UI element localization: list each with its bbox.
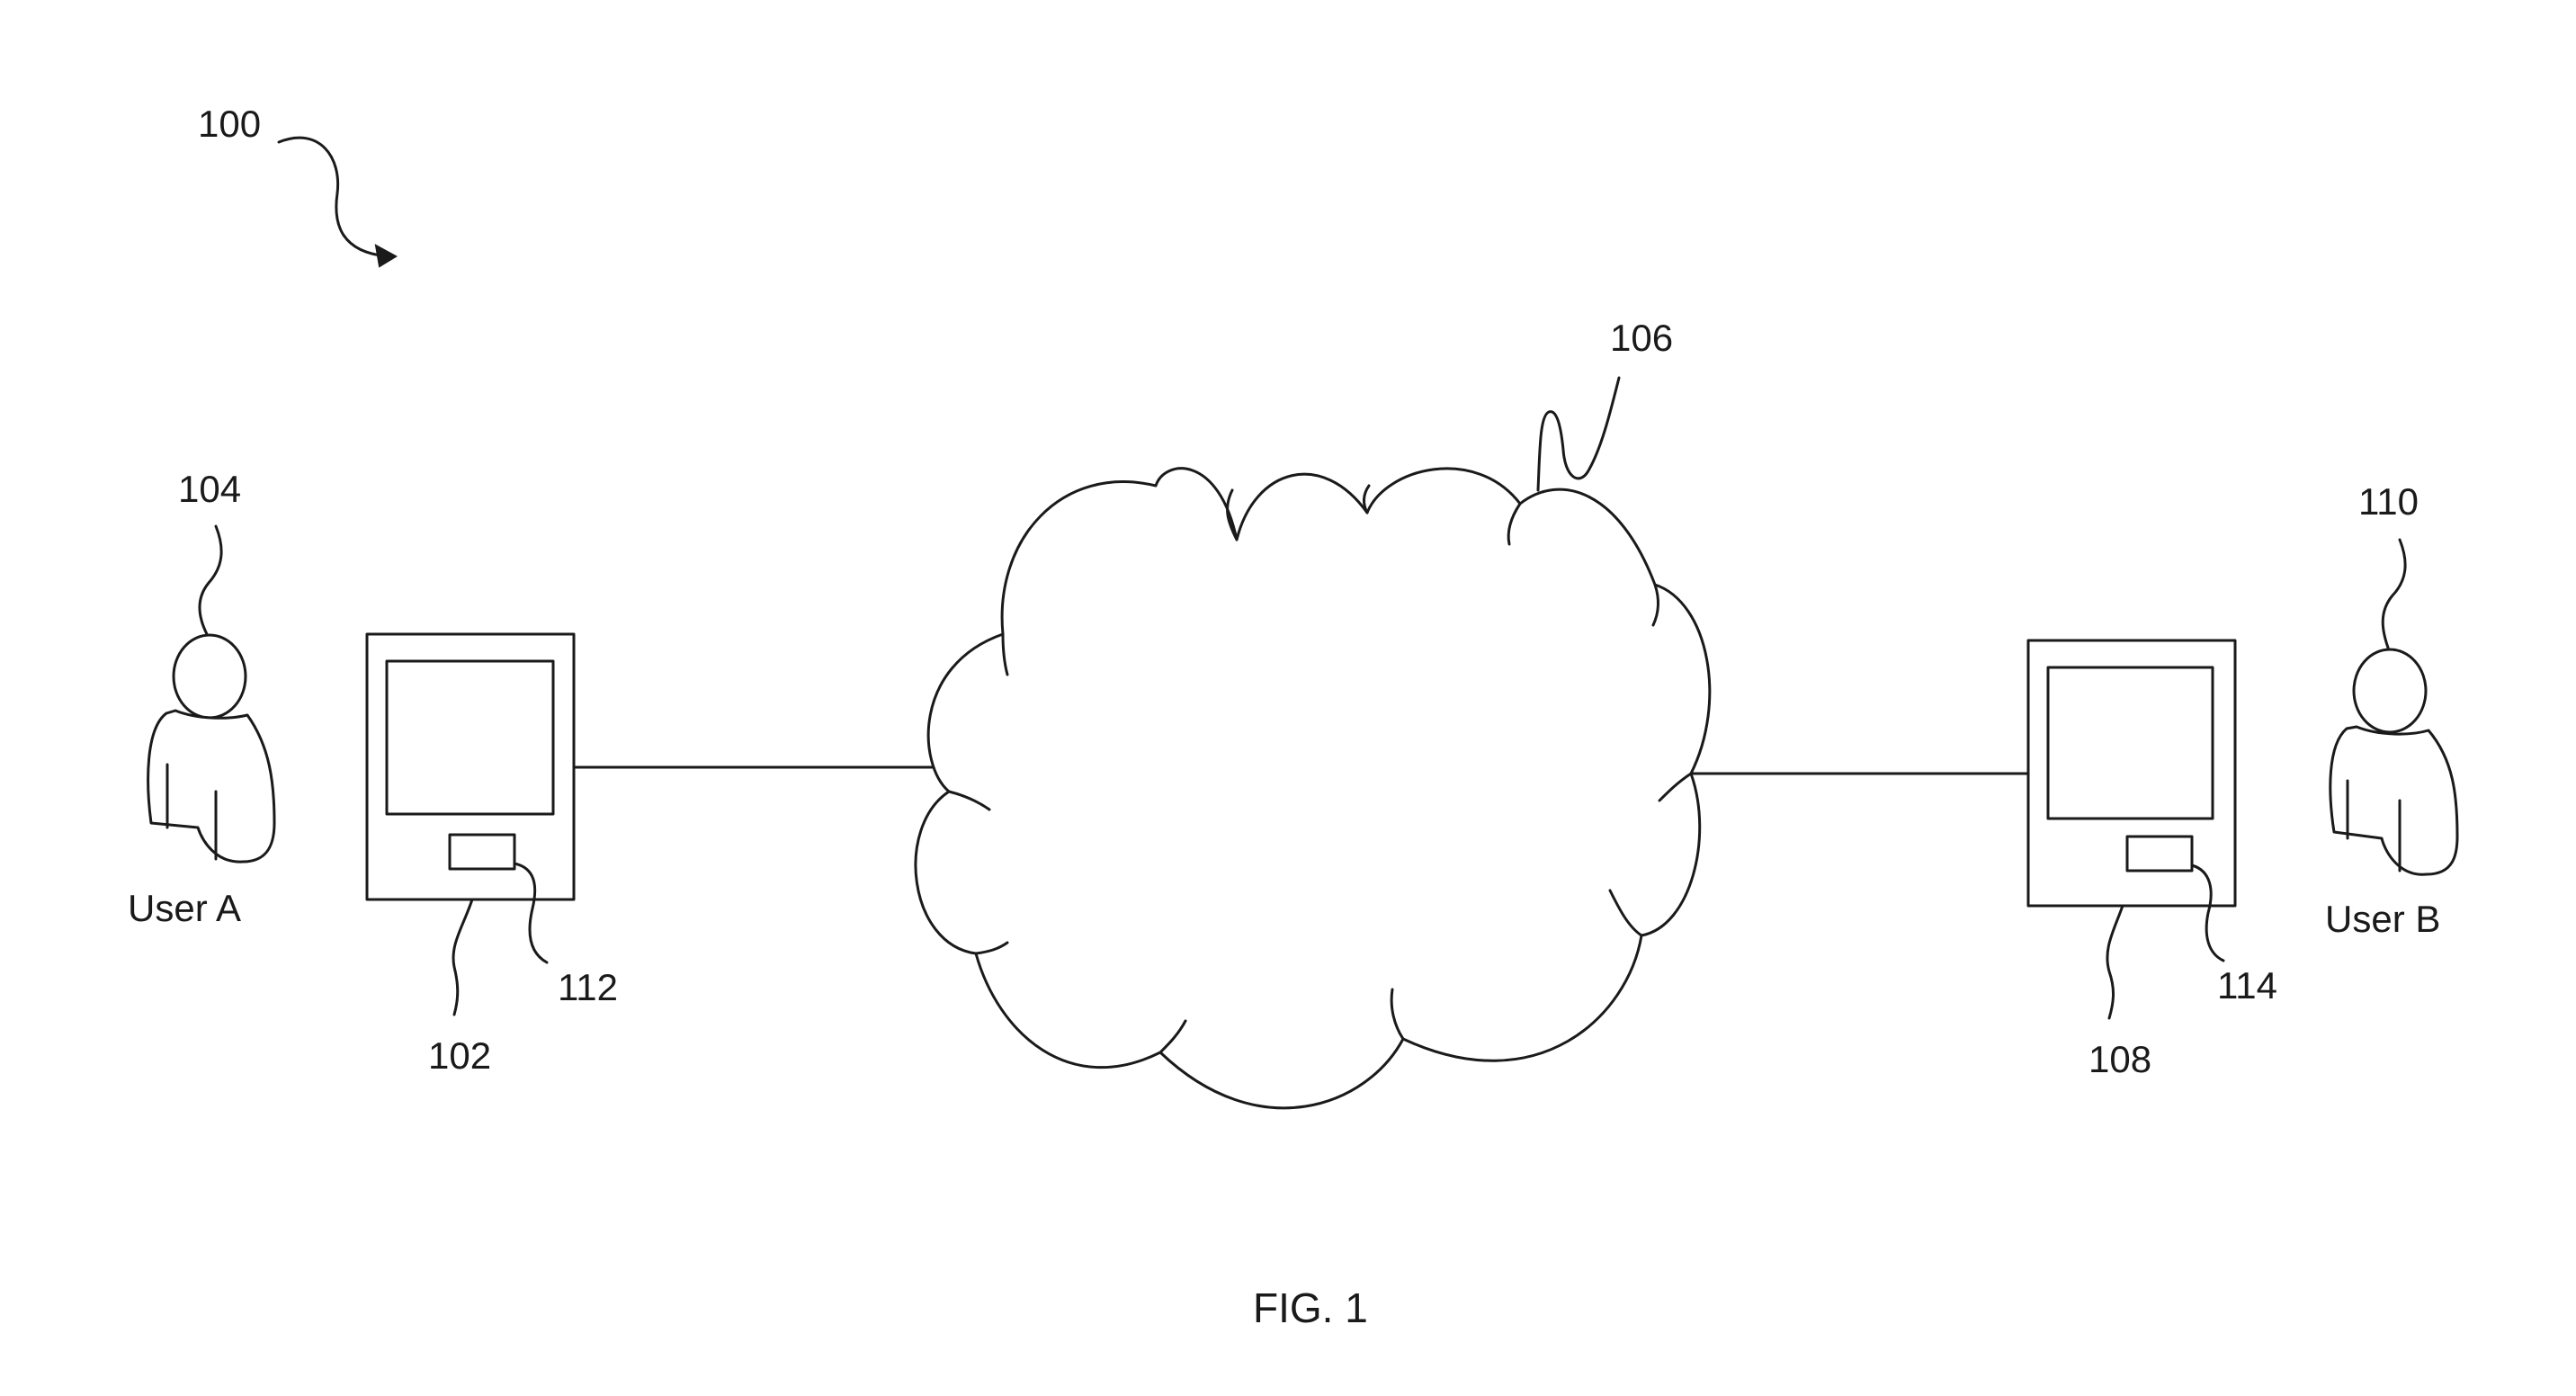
user-b-label: User B [2325,898,2440,940]
device-b: 114 108 [2028,640,2277,1080]
user-a-ref-leader [200,526,221,634]
network-ref-leader [1538,378,1619,490]
figure-reference: 100 [198,103,396,266]
user-a: 104 User A [128,468,274,929]
device-b-ref-label: 108 [2089,1038,2151,1080]
user-b-ref-label: 110 [2358,480,2419,523]
device-b-body [2028,640,2235,906]
figure-ref-label: 100 [198,103,261,145]
network-cloud-outline [916,469,1710,1108]
device-a-body [367,634,574,899]
device-a-component-ref-label: 112 [558,966,618,1008]
user-b: 110 User B [2325,480,2457,940]
figure-ref-leader [279,138,387,256]
device-a-ref-leader [453,899,472,1015]
user-a-ref-label: 104 [178,468,241,510]
user-a-label: User A [128,887,241,929]
figure-caption: FIG. 1 [1253,1284,1368,1331]
figure-ref-arrowhead [376,246,396,266]
network-cloud: 106 [916,317,1710,1108]
user-a-head [174,635,246,718]
device-a-ref-label: 102 [428,1034,491,1077]
device-b-component-ref-label: 114 [2217,964,2277,1007]
device-b-ref-leader [2107,906,2123,1018]
user-b-ref-leader [2383,540,2405,648]
user-b-head [2354,649,2426,732]
device-a: 112 102 [367,634,618,1077]
user-b-body [2330,727,2457,874]
network-ref-label: 106 [1610,317,1673,359]
